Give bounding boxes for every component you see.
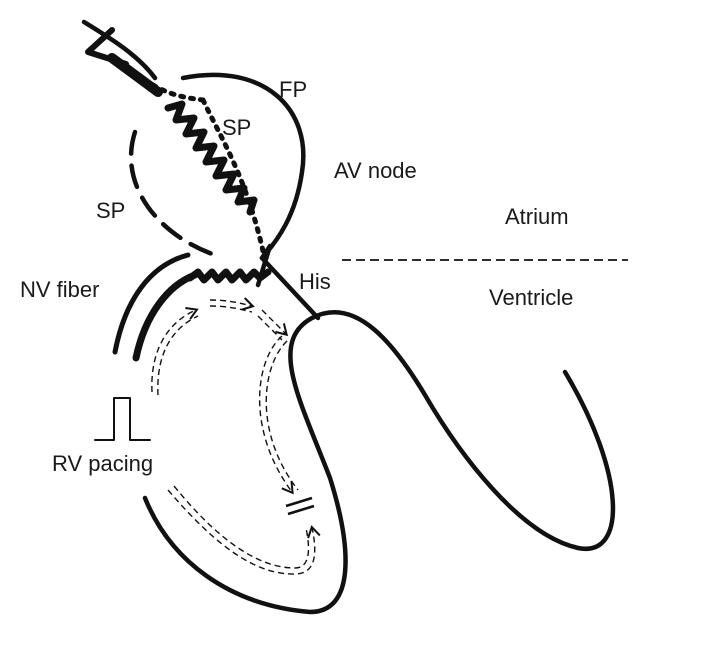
block-mark-1: [285, 496, 313, 508]
arrow-bottom-1: [167, 489, 321, 575]
retrograde-arrow-head: [85, 27, 129, 67]
label-rv-pacing: RV pacing: [52, 451, 153, 476]
label-sp-left: SP: [96, 198, 125, 223]
arrow-bundle-down-1: [258, 335, 294, 495]
slow-pathway-dotted: [200, 97, 268, 263]
arrow-his-down-2: [257, 315, 283, 341]
zigzag-conduction: [164, 100, 258, 216]
label-ventricle: Ventricle: [489, 285, 573, 310]
zigzag-junction: [186, 268, 272, 284]
label-atrium: Atrium: [505, 204, 569, 229]
ventricle-outline: [142, 310, 616, 615]
nv-fiber-inner: [132, 271, 199, 362]
slow-pathway-dashed: [128, 129, 218, 258]
his-bundle: [259, 255, 321, 321]
conduction-arrows: [151, 297, 321, 575]
rv-pacing-pulse-icon: [94, 397, 151, 441]
conduction-block: [285, 496, 315, 516]
arrow-bundle-down-2: [265, 340, 299, 491]
node-apex: [255, 243, 273, 288]
retrograde-arrow-top: [81, 19, 158, 81]
arrow-pacing-up-2: [157, 315, 199, 396]
label-nv-fiber: NV fiber: [20, 277, 99, 302]
label-sp-upper: SP: [222, 115, 251, 140]
arrow-his-down-1: [261, 309, 289, 337]
arrow-to-his-1: [209, 297, 255, 311]
block-mark-2: [287, 504, 315, 516]
arrow-to-his-2: [209, 305, 253, 313]
av-node-outline: [180, 72, 306, 261]
label-his: His: [299, 269, 331, 294]
label-fp: FP: [279, 77, 307, 102]
arrow-pacing-up-1: [151, 307, 199, 393]
nv-fiber-outer: [112, 252, 191, 355]
label-av-node: AV node: [334, 158, 417, 183]
arrow-bottom-2: [173, 485, 310, 569]
